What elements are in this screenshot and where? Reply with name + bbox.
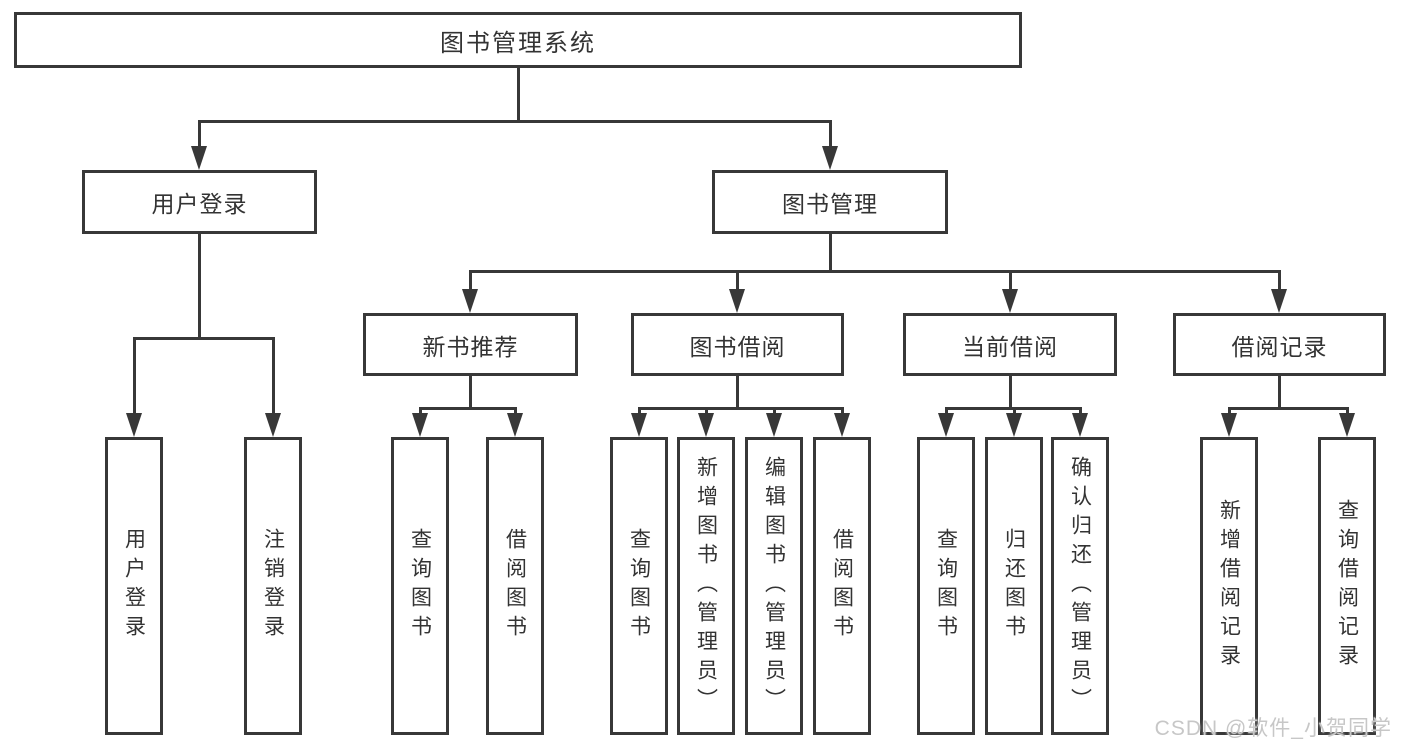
node-new-book-recommend: 新书推荐 (363, 313, 578, 376)
edge-current-borrowing-drop (1013, 407, 1016, 413)
arrow-down-icon (1271, 289, 1287, 313)
node-label: 查询借阅记录 (1335, 499, 1359, 673)
edge-book-management-drop (1278, 270, 1281, 289)
edge-current-borrowing-stem (1009, 376, 1012, 407)
node-label: 用户登录 (151, 191, 248, 217)
edge-book-borrowing-drop (638, 407, 641, 413)
edge-new-book-recommend-drop (514, 407, 517, 413)
node-label: 用户登录 (122, 528, 146, 644)
arrow-down-icon (938, 413, 954, 437)
edge-book-management-rail (469, 270, 1281, 273)
edge-new-book-recommend-stem (469, 376, 472, 407)
node-library-management-system: 图书管理系统 (14, 12, 1022, 68)
arrow-down-icon (191, 146, 207, 170)
edge-user-login-drop (133, 337, 136, 413)
node-label: 新增图书（管理员） (694, 455, 718, 717)
edge-book-borrowing-stem (736, 376, 739, 407)
leaf-logout: 注销登录 (244, 437, 302, 735)
leaf-query-books-recommend: 查询图书 (391, 437, 449, 735)
edge-current-borrowing-drop (945, 407, 948, 413)
edge-borrowing-records-rail (1228, 407, 1349, 410)
arrow-down-icon (1221, 413, 1237, 437)
arrow-down-icon (631, 413, 647, 437)
arrow-down-icon (507, 413, 523, 437)
edge-user-login-drop (272, 337, 275, 413)
node-label: 查询图书 (934, 528, 958, 644)
node-label: 借阅图书 (830, 528, 854, 644)
arrow-down-icon (462, 289, 478, 313)
node-label: 当前借阅 (962, 333, 1058, 360)
arrow-down-icon (766, 413, 782, 437)
leaf-add-borrow-record: 新增借阅记录 (1200, 437, 1258, 735)
leaf-query-borrow-record: 查询借阅记录 (1318, 437, 1376, 735)
node-label: 注销登录 (261, 528, 285, 644)
node-label: 确认归还（管理员） (1068, 455, 1092, 717)
node-user-login: 用户登录 (82, 170, 317, 234)
arrow-down-icon (265, 413, 281, 437)
node-label: 新增借阅记录 (1217, 499, 1241, 673)
node-label: 查询图书 (627, 528, 651, 644)
edge-book-borrowing-drop (773, 407, 776, 413)
node-label: 归还图书 (1002, 528, 1026, 644)
arrow-down-icon (1006, 413, 1022, 437)
leaf-add-book-admin: 新增图书（管理员） (677, 437, 735, 735)
node-label: 借阅图书 (503, 528, 527, 644)
leaf-query-books-borrowing: 查询图书 (610, 437, 668, 735)
edge-borrowing-records-drop (1346, 407, 1349, 413)
leaf-return-books: 归还图书 (985, 437, 1043, 735)
edge-book-management-drop (1009, 270, 1012, 289)
node-label: 图书管理 (782, 191, 878, 217)
edge-borrowing-records-drop (1228, 407, 1231, 413)
leaf-user-login: 用户登录 (105, 437, 163, 735)
edge-root-rail (198, 120, 832, 123)
arrow-down-icon (1339, 413, 1355, 437)
edge-current-borrowing-drop (1079, 407, 1082, 413)
leaf-confirm-return-admin: 确认归还（管理员） (1051, 437, 1109, 735)
edge-new-book-recommend-drop (419, 407, 422, 413)
csdn-watermark: CSDN @软件_小贺同学 (1154, 717, 1392, 740)
edge-root-drop (829, 120, 832, 146)
leaf-query-books-current: 查询图书 (917, 437, 975, 735)
edge-book-borrowing-drop (841, 407, 844, 413)
node-label: 借阅记录 (1231, 333, 1328, 360)
arrow-down-icon (1072, 413, 1088, 437)
edge-user-login-stem (198, 234, 201, 337)
arrow-down-icon (698, 413, 714, 437)
node-book-borrowing: 图书借阅 (631, 313, 844, 376)
edge-book-management-drop (469, 270, 472, 289)
edge-borrowing-records-stem (1278, 376, 1281, 407)
edge-root-drop (198, 120, 201, 146)
node-label: 编辑图书（管理员） (762, 455, 786, 717)
node-borrowing-records: 借阅记录 (1173, 313, 1386, 376)
arrow-down-icon (822, 146, 838, 170)
edge-book-borrowing-drop (705, 407, 708, 413)
edge-root-stem (517, 68, 520, 120)
arrow-down-icon (1002, 289, 1018, 313)
node-label: 查询图书 (408, 528, 432, 644)
arrow-down-icon (412, 413, 428, 437)
edge-new-book-recommend-rail (419, 407, 517, 410)
node-current-borrowing: 当前借阅 (903, 313, 1117, 376)
node-label: 新书推荐 (422, 333, 519, 360)
node-label: 图书借阅 (689, 333, 786, 360)
leaf-edit-book-admin: 编辑图书（管理员） (745, 437, 803, 735)
leaf-borrow-books-recommend: 借阅图书 (486, 437, 544, 735)
edge-book-borrowing-rail (638, 407, 844, 410)
edge-user-login-rail (133, 337, 275, 340)
node-book-management: 图书管理 (712, 170, 948, 234)
arrow-down-icon (729, 289, 745, 313)
node-label: 图书管理系统 (440, 29, 596, 57)
arrow-down-icon (834, 413, 850, 437)
arrow-down-icon (126, 413, 142, 437)
edge-book-management-stem (829, 234, 832, 270)
leaf-borrow-books-borrowing: 借阅图书 (813, 437, 871, 735)
edge-book-management-drop (736, 270, 739, 289)
